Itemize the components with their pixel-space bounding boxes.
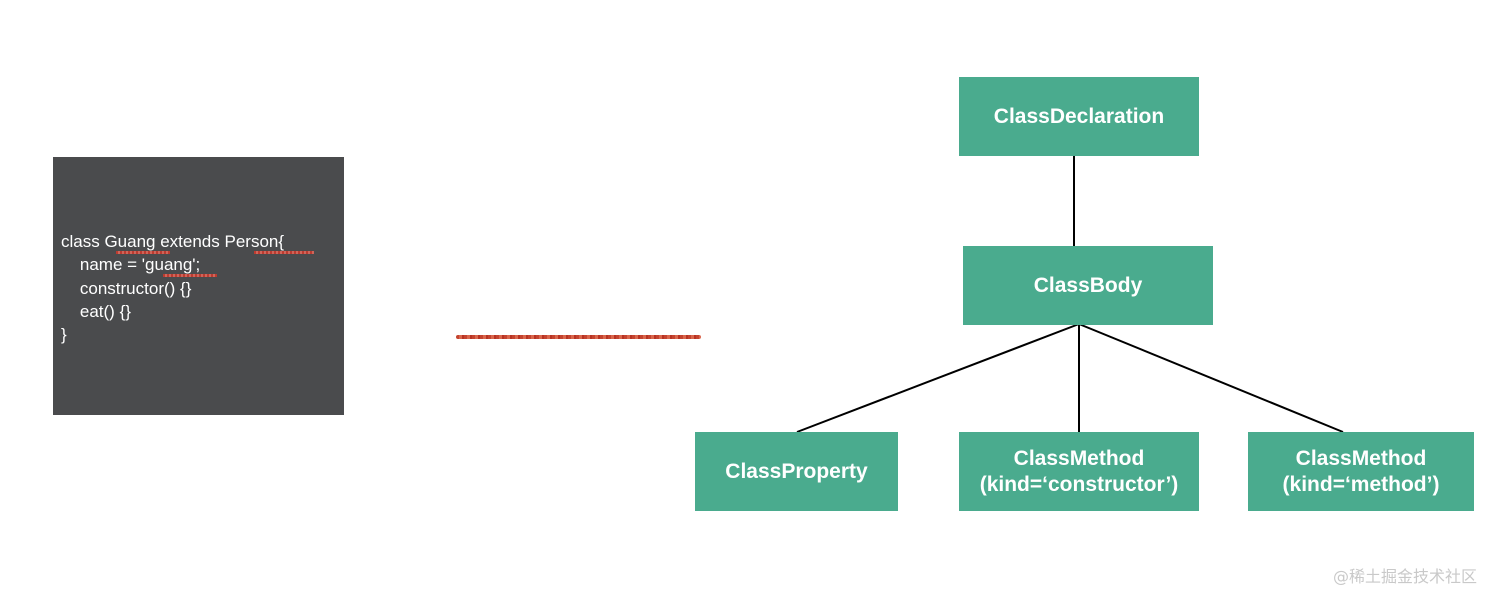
edge-body-to-method xyxy=(1078,323,1344,433)
node-class-property: ClassProperty xyxy=(695,432,898,511)
spellcheck-underline xyxy=(116,251,170,254)
spellcheck-underline xyxy=(254,251,314,254)
node-class-method-method: ClassMethod (kind=‘method’) xyxy=(1248,432,1474,511)
edge-body-to-property xyxy=(796,323,1080,433)
watermark: @稀土掘金技术社区 xyxy=(1333,567,1478,586)
node-label-line1: ClassMethod xyxy=(1295,446,1427,470)
node-class-body: ClassBody xyxy=(963,246,1213,325)
node-label: ClassBody xyxy=(1033,273,1143,297)
node-class-method-constructor: ClassMethod (kind=‘constructor’) xyxy=(959,432,1199,511)
code-line: class Guang extends Person{ xyxy=(61,232,285,251)
node-label: ClassDeclaration xyxy=(993,104,1165,128)
code-panel: class Guang extends Person{ name = 'guan… xyxy=(53,157,344,415)
code-line: eat() {} xyxy=(61,301,131,321)
code-line: constructor() {} xyxy=(61,278,192,298)
node-label-line2: (kind=‘constructor’) xyxy=(979,472,1179,496)
code-line: } xyxy=(61,325,67,345)
code-line: name = 'guang'; xyxy=(61,255,201,275)
code-block: class Guang extends Person{ name = 'guan… xyxy=(61,230,284,346)
node-label-line2: (kind=‘method’) xyxy=(1282,472,1440,496)
transform-arrow-line xyxy=(456,335,701,339)
node-class-declaration: ClassDeclaration xyxy=(959,77,1199,156)
node-label-line1: ClassMethod xyxy=(1013,446,1145,470)
node-label: ClassProperty xyxy=(725,459,868,483)
spellcheck-underline xyxy=(163,274,217,277)
